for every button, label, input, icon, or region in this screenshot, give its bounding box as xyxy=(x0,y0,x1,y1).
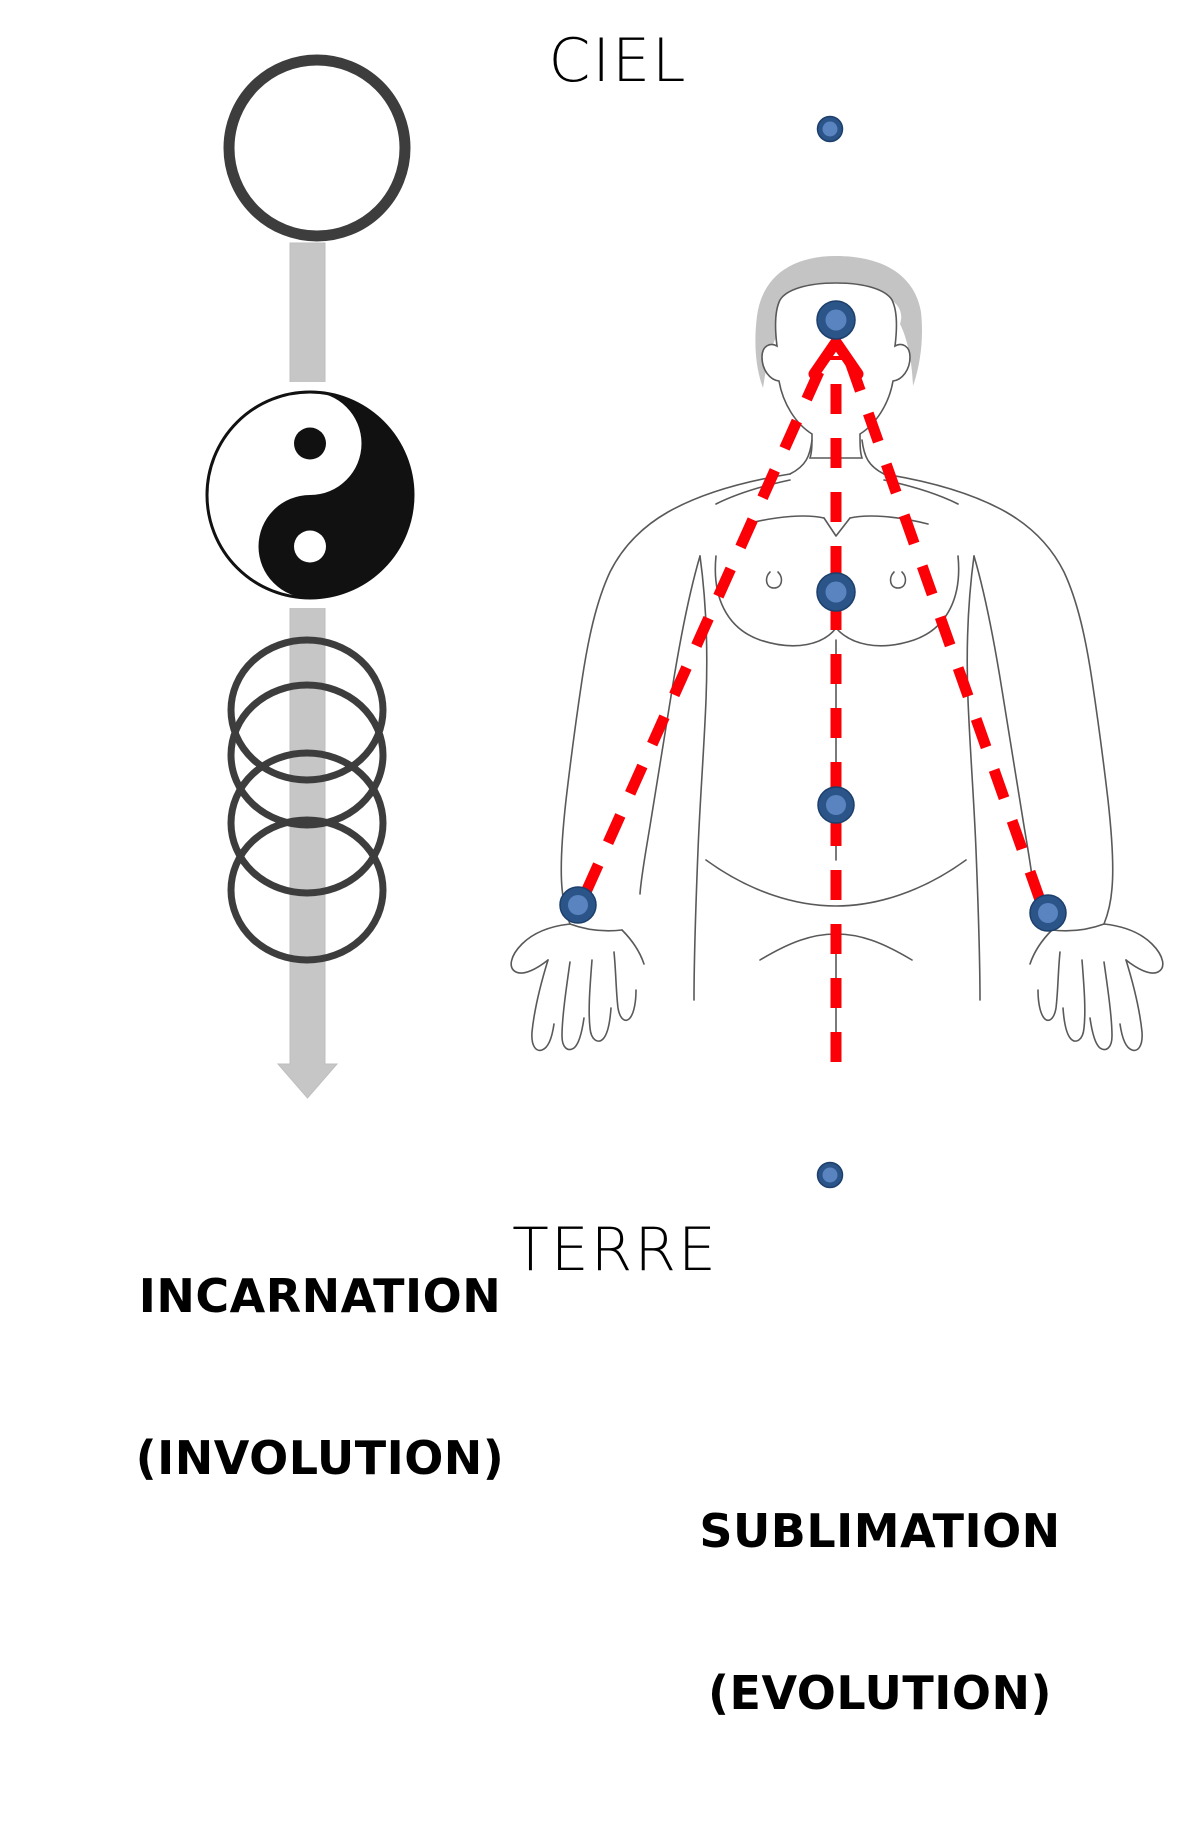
illustration-layer xyxy=(185,54,1164,1189)
left-energy-line xyxy=(580,353,832,895)
terre-title: TERRE xyxy=(0,1215,1200,1285)
incarnation-arrow xyxy=(276,242,339,1099)
hara-point xyxy=(817,786,855,824)
diagram-canvas: CIEL TERRE INCARNATION (INVOLUTION) SUBL… xyxy=(0,26,1200,1721)
incarnation-caption-line2: (INVOLUTION) xyxy=(135,1431,505,1486)
terre-title-text: TERRE xyxy=(512,1215,718,1285)
incarnation-caption-line1: INCARNATION xyxy=(138,1268,502,1323)
unity-circle xyxy=(223,54,411,242)
up-arrowhead-icon xyxy=(808,336,864,380)
descending-spiral xyxy=(227,636,387,964)
chakra-points-group xyxy=(559,115,1067,1189)
heart-point xyxy=(816,572,856,612)
energy-flow-lines xyxy=(580,336,1046,1062)
ciel-title: CIEL xyxy=(0,26,1200,96)
sublimation-caption: SUBLIMATION (EVOLUTION) xyxy=(620,1395,1140,1829)
incarnation-caption: INCARNATION (INVOLUTION) xyxy=(60,1160,580,1594)
forehead-point xyxy=(816,300,856,340)
right-energy-line xyxy=(842,354,1046,902)
yin-yang-symbol xyxy=(185,382,435,608)
sublimation-caption-line2: (EVOLUTION) xyxy=(708,1666,1052,1721)
terre-point xyxy=(816,1161,844,1189)
left-hand-point xyxy=(559,886,597,924)
right-hand-point xyxy=(1029,894,1067,932)
ciel-point xyxy=(816,115,844,143)
ciel-title-text: CIEL xyxy=(548,26,688,96)
